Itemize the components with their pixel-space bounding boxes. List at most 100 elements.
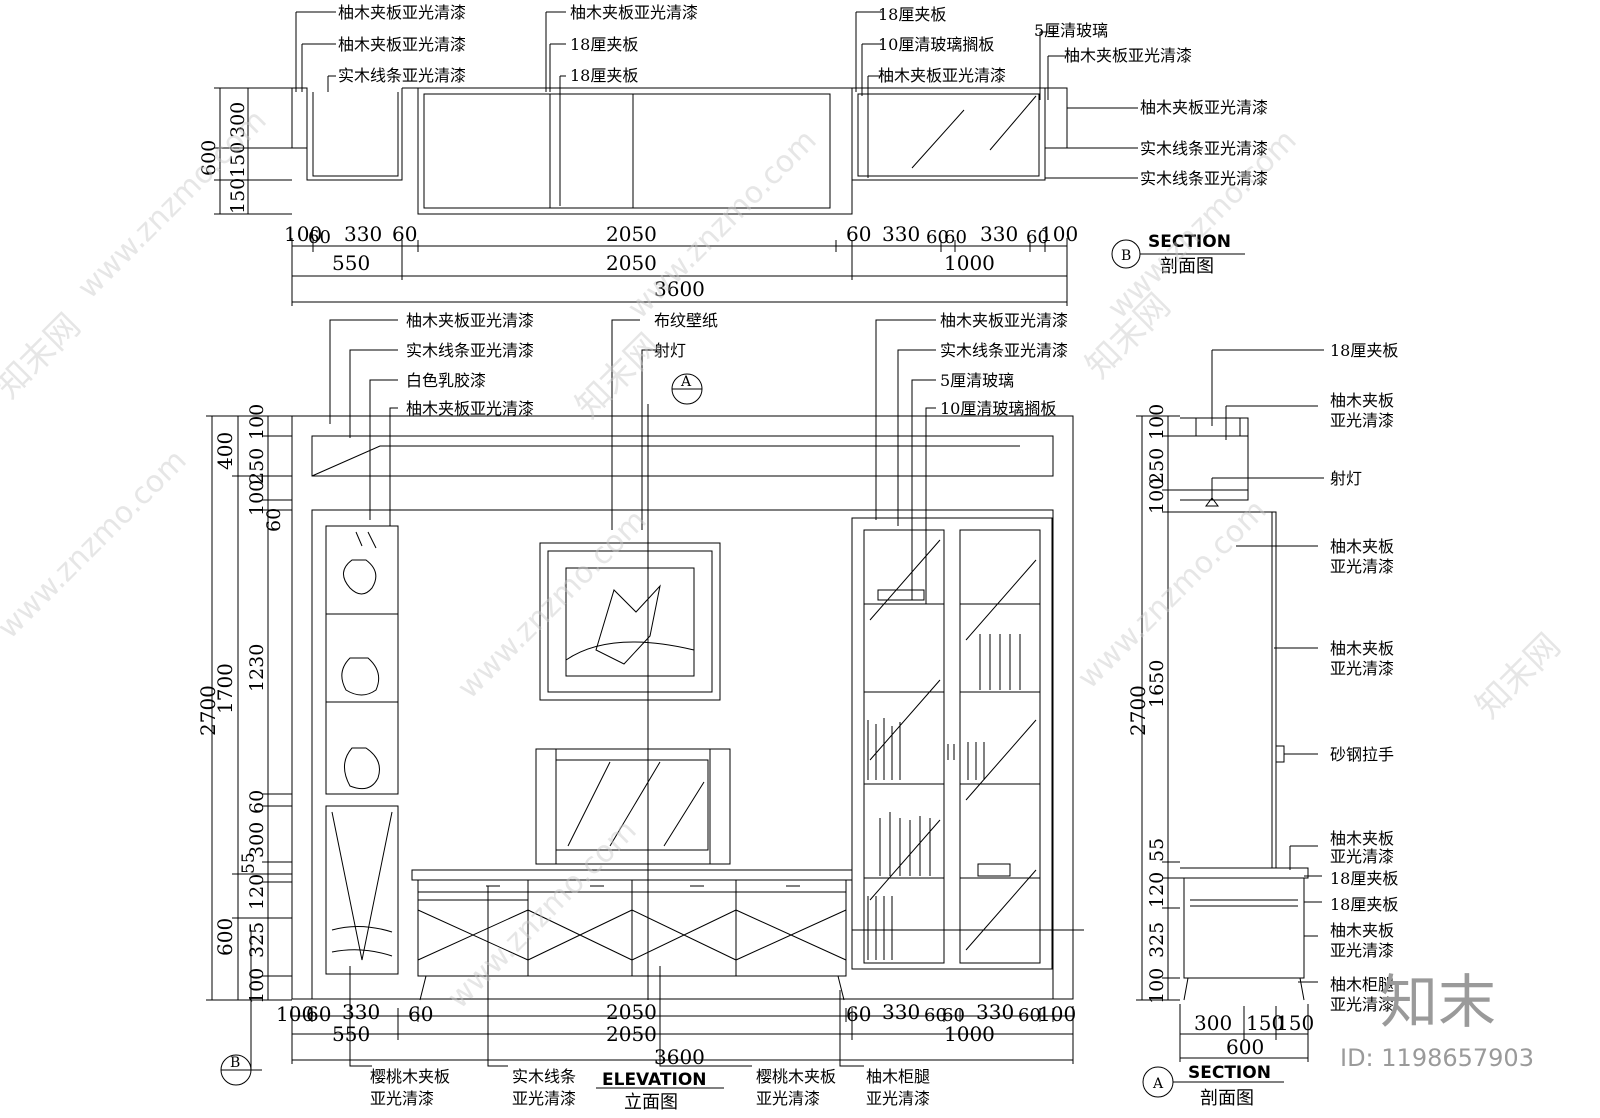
el-dim-i6: 300 [246,822,268,858]
sb-dim-150a: 150 [227,142,249,178]
el-dim-i1: 250 [246,448,268,484]
sa-dim-i3: 1650 [1146,660,1168,708]
watermark-site-4: www.znzmo.com [0,443,194,646]
sb-dim-150b: 150 [227,178,249,214]
el-label-tl1: 柚木夹板亚光清漆 [406,311,534,330]
sa-dim-i7: 100 [1146,968,1168,1004]
sb-label-rr1: 柚木夹板亚光清漆 [1140,98,1268,117]
watermark-brand-1: 知末网 [0,306,88,406]
el-label-b4-2: 亚光清漆 [866,1089,930,1108]
sa-dim-i0: 100 [1146,404,1168,440]
el-dim-r1-5: 60 [846,1002,871,1026]
sb-dim-r1-8: 60 [944,227,967,248]
sb-label-r3: 柚木夹板亚光清漆 [878,66,1006,85]
watermark-site-5: www.znzmo.com [451,503,654,706]
sb-dim-r1-6: 330 [882,222,920,246]
sa-label-1b: 亚光清漆 [1330,411,1394,430]
sb-label-g1: 5厘清玻璃 [1034,21,1108,40]
sa-label-7: 18厘夹板 [1330,869,1398,888]
el-label-tr4: 10厘清玻璃搁板 [940,399,1056,418]
sb-title-zh: 剖面图 [1160,256,1214,277]
sa-dim-b1: 150 [1246,1011,1284,1035]
sa-dim-b0: 300 [1194,1011,1232,1035]
section-b-view [214,11,1245,306]
el-dim-r1-1: 60 [306,1002,331,1026]
sb-dim-r1-10: 60 [1026,227,1049,248]
sa-label-0: 18厘夹板 [1330,341,1398,360]
sa-dim-i6: 325 [1146,922,1168,958]
el-dim-r1-3: 60 [408,1002,433,1026]
el-dim-i8: 120 [246,874,268,910]
el-label-b4-1: 柚木柜腿 [866,1067,930,1086]
el-dim-r1-0: 100 [276,1002,314,1026]
sb-dim-total: 3600 [654,277,705,301]
el-label-tr1: 柚木夹板亚光清漆 [940,311,1068,330]
el-dim-r1-2: 330 [342,1000,380,1024]
sb-marker: B [1121,248,1131,264]
watermark-brand-2: 知末网 [568,326,668,426]
sa-label-5: 砂钢拉手 [1330,745,1394,764]
sb-dim-r1-11: 100 [1040,222,1078,246]
sb-label-l1: 柚木夹板亚光清漆 [338,3,466,22]
el-dim-r1-7: 60 [924,1005,947,1026]
sa-label-4b: 亚光清漆 [1330,659,1394,678]
el-label-b2-1: 实木线条 [512,1067,576,1086]
sa-dim-b2: 150 [1276,1011,1314,1035]
watermark-logo: 知末 [1380,968,1496,1036]
el-label-b1-2: 亚光清漆 [370,1089,434,1108]
el-title-en: ELEVATION [602,1070,707,1090]
elevation-view [206,319,1084,1089]
el-label-tl3: 白色乳胶漆 [406,371,486,390]
el-dim-i10: 100 [246,968,268,1004]
sb-dim-r2-1: 2050 [606,251,657,275]
el-marker-a: A [680,374,692,390]
sa-label-2: 射灯 [1330,469,1362,488]
el-dim-i5: 60 [246,790,268,814]
sa-label-9b: 亚光清漆 [1330,941,1394,960]
el-dim-total: 3600 [654,1045,705,1069]
watermark-brand-4: 知末网 [1468,626,1568,726]
sb-label-l3: 实木线条亚光清漆 [338,66,466,85]
sb-dim-r1-3: 60 [392,222,417,246]
sa-dim-total: 600 [1226,1035,1264,1059]
el-label-b3-1: 樱桃木夹板 [756,1067,836,1086]
el-dim-r2-0: 550 [332,1022,370,1046]
watermark-site-6: www.znzmo.com [1071,493,1274,696]
el-dim-400: 400 [213,432,237,470]
sb-label-r1: 18厘夹板 [878,5,946,24]
el-label-tm2: 射灯 [654,341,686,360]
el-dim-r1-9: 330 [976,1000,1014,1024]
el-label-b3-2: 亚光清漆 [756,1089,820,1108]
el-dim-2700: 2700 [196,685,220,736]
sa-label-3b: 亚光清漆 [1330,557,1394,576]
sa-label-10a: 柚木柜腿 [1330,975,1394,994]
el-label-tl2: 实木线条亚光清漆 [406,341,534,360]
el-dim-r2-2: 1000 [944,1022,995,1046]
el-dim-r1-4: 2050 [606,1000,657,1024]
sb-dim-r1-4: 2050 [606,222,657,246]
sb-dim-r2-0: 550 [332,251,370,275]
sb-label-m2: 18厘夹板 [570,35,638,54]
section-a-view [1136,349,1324,1098]
sb-label-m3: 18厘夹板 [570,66,638,85]
el-title-zh: 立面图 [624,1092,678,1113]
sa-label-9a: 柚木夹板 [1330,921,1394,940]
el-dim-r1-8: 60 [942,1005,965,1026]
el-dim-i2: 100 [246,480,268,516]
sa-label-10b: 亚光清漆 [1330,995,1394,1014]
sb-title-en: SECTION [1148,232,1231,252]
sa-label-6a: 柚木夹板 [1330,829,1394,848]
sa-label-3a: 柚木夹板 [1330,537,1394,556]
sb-dim-r1-0: 100 [284,222,322,246]
el-dim-r1-6: 330 [882,1000,920,1024]
sb-dim-r1-5: 60 [846,222,871,246]
el-label-tr3: 5厘清玻璃 [940,371,1014,390]
el-dim-1700: 1700 [213,663,237,714]
sb-dim-r2-2: 1000 [944,251,995,275]
el-dim-i7: 55 [239,852,259,874]
sb-dim-r1-2: 330 [344,222,382,246]
el-dim-r1-11: 100 [1038,1002,1076,1026]
sb-dim-300: 300 [227,102,249,138]
el-dim-r2-1: 2050 [606,1022,657,1046]
